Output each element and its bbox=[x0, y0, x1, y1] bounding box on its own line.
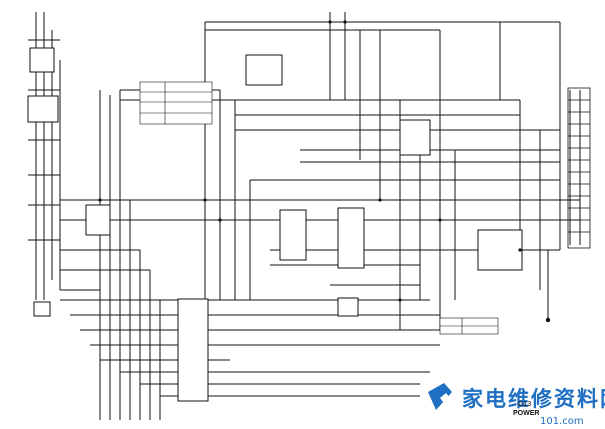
page-number: G13 bbox=[518, 401, 532, 408]
component-blocks bbox=[27, 47, 523, 402]
controller-ic bbox=[177, 298, 209, 402]
fuse-block bbox=[29, 47, 55, 73]
output-connector bbox=[567, 87, 591, 249]
pfc-inductor bbox=[279, 209, 307, 261]
title-tables bbox=[139, 81, 499, 335]
wire-network bbox=[28, 12, 581, 420]
watermark-text: 家电维修资料网 bbox=[462, 387, 605, 411]
watermark-url: 101.com bbox=[540, 416, 584, 427]
optocoupler bbox=[337, 297, 359, 317]
switch-transistor bbox=[33, 301, 51, 317]
wrench-logo-icon bbox=[428, 383, 452, 410]
title-table-left bbox=[139, 81, 213, 125]
page-title: POWER bbox=[513, 410, 540, 417]
line-filter-block bbox=[27, 95, 59, 123]
bridge-rectifier bbox=[85, 204, 111, 236]
main-transformer bbox=[337, 207, 365, 269]
standby-ic bbox=[245, 54, 283, 86]
junction-dots bbox=[98, 20, 551, 323]
output-regulator bbox=[477, 229, 523, 271]
secondary-rectifier bbox=[399, 119, 431, 156]
